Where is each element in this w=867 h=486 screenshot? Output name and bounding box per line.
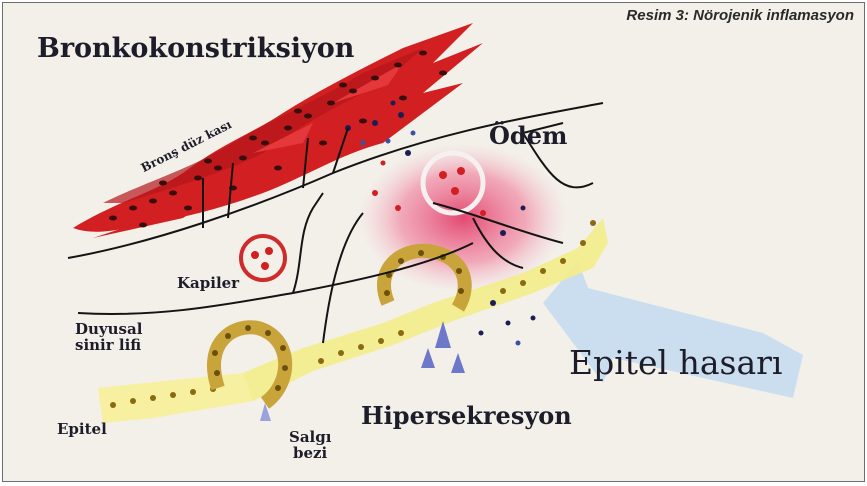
label-sensory-nerve-fiber-line1: Duyusal <box>75 321 142 337</box>
figure-caption: Resim 3: Nörojenik inflamasyon <box>626 7 854 24</box>
label-hypersecretion: Hipersekresyon <box>361 401 572 430</box>
label-sensory-nerve-fiber-line2: sinir lifi <box>75 337 141 353</box>
label-capillary: Kapiler <box>177 275 239 291</box>
label-gland-line2: bezi <box>293 445 327 461</box>
label-gland-line1: Salgı <box>289 429 331 445</box>
label-epithelium: Epitel <box>57 421 107 437</box>
label-epithelial-damage: Epitel hasarı <box>569 343 782 382</box>
label-edema: Ödem <box>489 121 567 150</box>
label-bronchoconstriction: Bronkokonstriksiyon <box>37 33 354 64</box>
